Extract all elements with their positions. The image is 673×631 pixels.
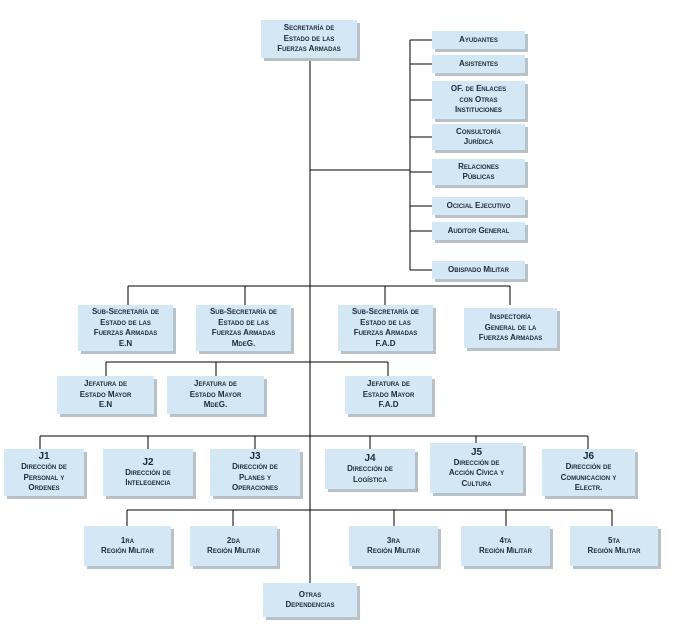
node-region-5[interactable]: 5ta Región Militar bbox=[570, 526, 658, 566]
node-otras-dependencias[interactable]: Otras Dependencias bbox=[263, 583, 357, 617]
node-staff-auditor[interactable]: Auditor General bbox=[432, 222, 525, 240]
node-jefatura-fad[interactable]: Jefatura de Estado Mayor F.A.D bbox=[345, 376, 432, 414]
node-subsecretaria-mdeg[interactable]: Sub-Secretaría de Estado de las Fuerzas … bbox=[196, 305, 291, 351]
node-j2[interactable]: J2 Dirección de Intelegencia bbox=[103, 449, 193, 496]
node-region-4[interactable]: 4ta Región Militar bbox=[461, 526, 550, 566]
node-inspectoria[interactable]: Inspectoría General de la Fuerzas Armada… bbox=[464, 308, 557, 348]
node-j4[interactable]: J4 Dirección de Logística bbox=[325, 449, 415, 489]
node-staff-obispado[interactable]: Obispado Militar bbox=[432, 261, 525, 279]
node-staff-oficial[interactable]: Ocicial Ejecutivo bbox=[432, 197, 525, 215]
node-staff-consultoria[interactable]: Consultoría Jurídica bbox=[432, 124, 525, 150]
node-subsecretaria-fad[interactable]: Sub-Secretaría de Estado de las Fuerzas … bbox=[338, 305, 433, 351]
node-j3[interactable]: J3 Dirección de Planes y Operaciones bbox=[210, 449, 300, 496]
node-region-1[interactable]: 1ra Región Militar bbox=[84, 526, 171, 566]
node-staff-relaciones[interactable]: Relaciones Públicas bbox=[432, 159, 525, 185]
node-j5[interactable]: J5 Dirección de Acción Cívica y Cultura bbox=[430, 443, 523, 493]
node-j6[interactable]: J6 Dirección de Comunicacion y Electr. bbox=[542, 449, 635, 496]
node-subsecretaria-en[interactable]: Sub-Secretaría de Estado de las Fuerzas … bbox=[78, 305, 173, 351]
node-staff-ayudantes[interactable]: Ayudantes bbox=[432, 31, 525, 49]
node-jefatura-en[interactable]: Jefatura de Estado Mayor E.N bbox=[57, 376, 154, 414]
node-region-2[interactable]: 2da Región Militar bbox=[190, 526, 277, 566]
node-jefatura-mdeg[interactable]: Jefatura de Estado Mayor MdeG. bbox=[167, 376, 264, 414]
node-region-3[interactable]: 3ra Región Militar bbox=[349, 526, 438, 566]
node-staff-enlaces[interactable]: OF. de Enlaces con Otras Instituciones bbox=[432, 81, 525, 119]
node-secretaria[interactable]: Secretaría de Estado de las Fuerzas Arma… bbox=[261, 20, 357, 58]
node-staff-asistentes[interactable]: Asistentes bbox=[432, 55, 525, 73]
node-j1[interactable]: J1 Dirección de Personal y Ordenes bbox=[4, 449, 84, 496]
